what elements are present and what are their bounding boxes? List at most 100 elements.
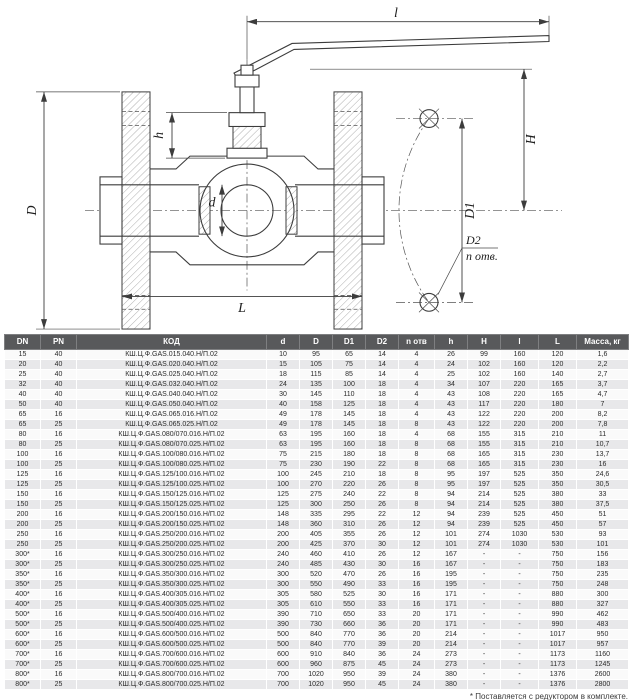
table-cell: 165 bbox=[467, 449, 501, 460]
table-cell: - bbox=[467, 589, 501, 600]
table-cell: 2800 bbox=[576, 679, 629, 690]
table-cell: 167 bbox=[434, 549, 468, 560]
table-cell: 145 bbox=[299, 389, 333, 400]
label-n-otv: n отв. bbox=[466, 249, 498, 263]
table-cell: 4 bbox=[398, 379, 435, 390]
table-cell: КШ.Ц.Ф.GAS.020.040.Н/П.02 bbox=[76, 359, 267, 370]
table-cell: - bbox=[500, 649, 539, 660]
table-cell: 18 bbox=[365, 399, 399, 410]
table-cell: 34 bbox=[434, 379, 468, 390]
table-cell: 145 bbox=[332, 409, 366, 420]
table-cell: 730 bbox=[299, 619, 333, 630]
table-cell: КШ.Ц.Ф.GAS.500/400.016.Н/П.02 bbox=[76, 609, 267, 620]
table-cell: - bbox=[500, 609, 539, 620]
table-cell: 240 bbox=[332, 489, 366, 500]
table-cell: 40 bbox=[4, 389, 41, 400]
table-cell: 36 bbox=[365, 629, 399, 640]
table-cell: 25 bbox=[40, 659, 77, 670]
table-cell: 25 bbox=[40, 519, 77, 530]
table-cell: 80 bbox=[4, 429, 41, 440]
table-cell: - bbox=[467, 649, 501, 660]
table-cell: - bbox=[500, 629, 539, 640]
table-cell: 20 bbox=[4, 359, 41, 370]
table-cell: 26 bbox=[365, 479, 399, 490]
table-cell: 140 bbox=[538, 369, 577, 380]
table-cell: 315 bbox=[500, 439, 539, 450]
table-cell: 16 bbox=[398, 589, 435, 600]
table-cell: 220 bbox=[500, 409, 539, 420]
column-header: КОД bbox=[76, 334, 267, 350]
table-cell: 840 bbox=[299, 639, 333, 650]
table-cell: 94 bbox=[434, 509, 468, 520]
table-cell: 43 bbox=[434, 419, 468, 430]
table-cell: 43 bbox=[434, 389, 468, 400]
table-cell: 148 bbox=[266, 519, 300, 530]
table-cell: 700 bbox=[266, 669, 300, 680]
table-cell: 1020 bbox=[299, 669, 333, 680]
table-cell: 16 bbox=[40, 469, 77, 480]
table-cell: 43 bbox=[434, 409, 468, 420]
table-cell: 24,6 bbox=[576, 469, 629, 480]
table-cell: 26 bbox=[365, 529, 399, 540]
table-cell: 15 bbox=[266, 359, 300, 370]
table-cell: КШ.Ц.Ф.GAS.125/100.016.Н/П.02 bbox=[76, 469, 267, 480]
table-cell: 300 bbox=[266, 579, 300, 590]
table-cell: 24 bbox=[398, 669, 435, 680]
table-cell: 3,7 bbox=[576, 379, 629, 390]
table-cell: 380 bbox=[434, 669, 468, 680]
table-cell: 93 bbox=[576, 529, 629, 540]
table-cell: 25 bbox=[40, 619, 77, 630]
table-cell: - bbox=[467, 639, 501, 650]
table-cell: 2,2 bbox=[576, 359, 629, 370]
table-cell: 190 bbox=[332, 459, 366, 470]
table-cell: 610 bbox=[299, 599, 333, 610]
table-cell: 500 bbox=[266, 629, 300, 640]
table-cell: 20 bbox=[398, 639, 435, 650]
table-cell: 350* bbox=[4, 579, 41, 590]
table-cell: 16 bbox=[398, 569, 435, 580]
table-cell: 25 bbox=[40, 479, 77, 490]
table-cell: 1376 bbox=[538, 679, 577, 690]
table-cell: 195 bbox=[299, 439, 333, 450]
table-cell: 32 bbox=[4, 379, 41, 390]
table-cell: 95 bbox=[434, 469, 468, 480]
table-cell: 220 bbox=[332, 479, 366, 490]
table-cell: 16 bbox=[40, 489, 77, 500]
table-cell: 160 bbox=[332, 439, 366, 450]
table-cell: 16 bbox=[40, 669, 77, 680]
table-cell: 33 bbox=[365, 599, 399, 610]
table-cell: 117 bbox=[467, 399, 501, 410]
table-cell: 1245 bbox=[576, 659, 629, 670]
table-cell: 39 bbox=[365, 669, 399, 680]
table-cell: 239 bbox=[467, 509, 501, 520]
table-cell: 875 bbox=[332, 659, 366, 670]
table-cell: 4 bbox=[398, 389, 435, 400]
table-cell: 370 bbox=[332, 539, 366, 550]
table-cell: КШ.Ц.Ф.GAS.040.040.Н/П.02 bbox=[76, 389, 267, 400]
table-cell: 990 bbox=[538, 609, 577, 620]
table-cell: 350* bbox=[4, 569, 41, 580]
table-cell: 125 bbox=[4, 479, 41, 490]
table-cell: 63 bbox=[266, 439, 300, 450]
table-cell: 125 bbox=[266, 489, 300, 500]
table-cell: 65 bbox=[332, 349, 366, 360]
table-cell: 125 bbox=[332, 399, 366, 410]
table-cell: 650 bbox=[332, 609, 366, 620]
table-cell: 197 bbox=[467, 479, 501, 490]
table-cell: 525 bbox=[500, 489, 539, 500]
table-cell: 100 bbox=[332, 379, 366, 390]
table-cell: 350 bbox=[538, 469, 577, 480]
table-cell: 16 bbox=[40, 649, 77, 660]
table-cell: 500 bbox=[266, 639, 300, 650]
table-cell: 85 bbox=[332, 369, 366, 380]
table-cell: 18 bbox=[365, 469, 399, 480]
table-cell: 18 bbox=[365, 409, 399, 420]
table-cell: КШ.Ц.Ф.GAS.700/600.025.Н/П.02 bbox=[76, 659, 267, 670]
